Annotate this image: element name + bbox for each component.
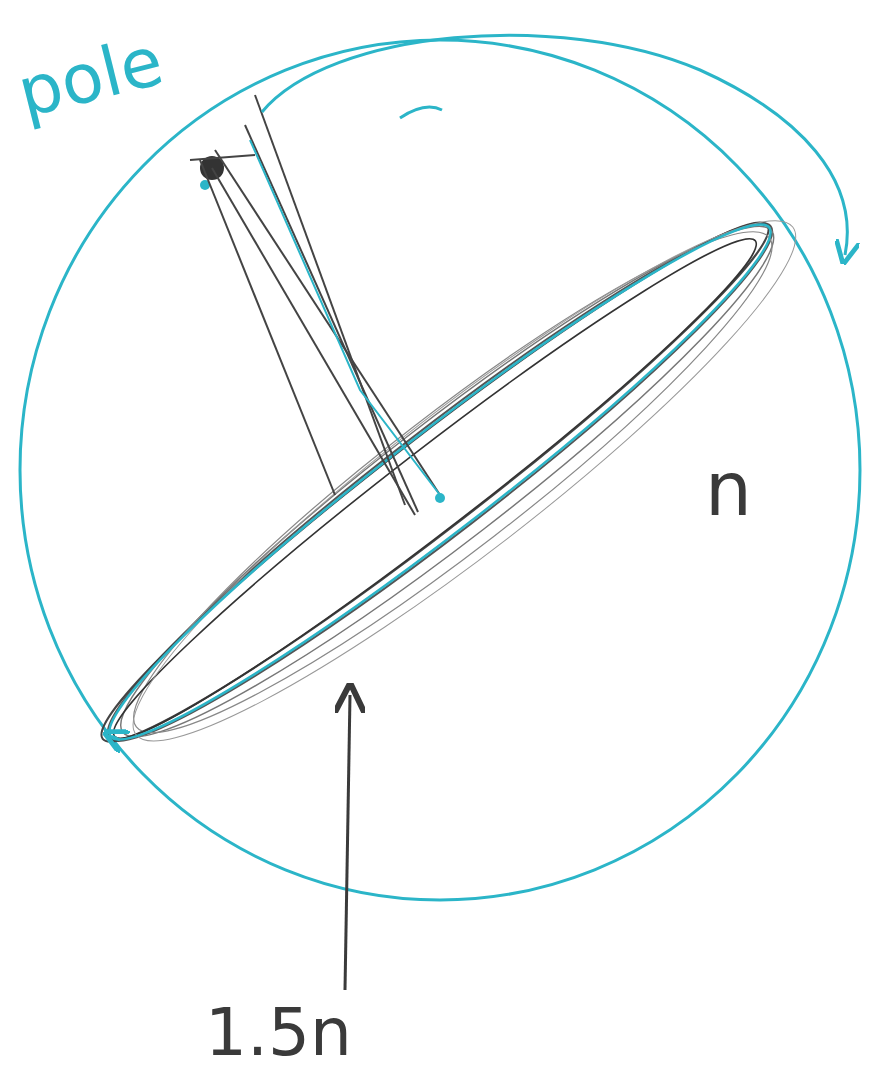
equator-scribble [68,169,837,810]
sphere-outline [20,40,860,900]
tick-mark [400,107,442,118]
rotation-arrow [262,35,847,255]
axis-line [190,95,440,515]
axis-line [250,140,440,495]
pole-label: pole [12,27,170,128]
equator-arrow [112,736,120,740]
value-label: 1.5n [205,1000,352,1066]
center-dot [435,493,445,503]
pointer-arrow [345,695,350,990]
value-label: n [705,452,752,526]
